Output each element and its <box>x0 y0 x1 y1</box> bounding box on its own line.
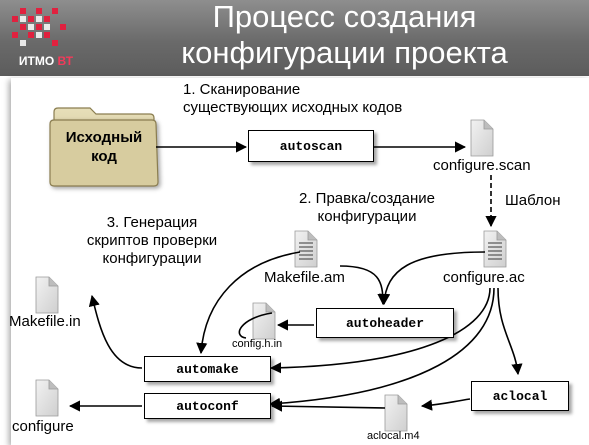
step3-caption-line1: 3. Генерация <box>106 214 198 231</box>
step2-caption-line1: 2. Правка/создание <box>298 190 435 207</box>
logo-text-itmo: ИТМО <box>18 54 55 68</box>
arrow-config-h-in-link <box>238 312 273 339</box>
config-h-in-label: config.h.in <box>232 338 283 350</box>
autoconf-box: autoconf <box>144 393 271 419</box>
source-folder-icon <box>49 107 159 187</box>
source-code-label-line2: код <box>91 148 117 165</box>
source-code-label: Исходный код <box>54 128 154 166</box>
configure-ac-label: configure.ac <box>443 269 525 286</box>
aclocal-box: aclocal <box>471 381 569 411</box>
arrow-configure-ac-to-autoheader <box>379 251 486 306</box>
aclocal-m4-label: aclocal.m4 <box>367 430 420 442</box>
arrow-aclocal-to-aclocal-m4 <box>420 398 471 411</box>
logo-text: ИТМО ВТ <box>4 54 88 68</box>
step2-caption: 2. Правка/создание конфигурации <box>287 190 447 226</box>
makefile-am-label: Makefile.am <box>264 269 345 286</box>
step1-caption: 1. Сканирование существующих исходных ко… <box>183 81 402 117</box>
configure-scan-label: configure.scan <box>433 157 531 174</box>
arrow-configure-ac-to-aclocal <box>497 287 523 376</box>
arrow-configure-ac-to-automake <box>269 287 491 374</box>
config-h-in-file-icon <box>252 302 276 340</box>
logo-squares-icon <box>12 8 66 46</box>
slide-title-line1: Процесс создания <box>212 0 477 34</box>
automake-box: automake <box>144 356 271 382</box>
source-code-label-line1: Исходный <box>65 129 143 146</box>
autoheader-box: autoheader <box>316 308 454 338</box>
slide-header: ИТМО ВТ Процесс создания конфигурации пр… <box>0 0 589 76</box>
slide-title-line2: конфигурации проекта <box>181 35 508 70</box>
configure-scan-file-icon <box>470 119 494 157</box>
step3-caption-line2: скриптов проверки <box>86 232 218 249</box>
logo-text-vt: ВТ <box>57 54 74 68</box>
configure-ac-file-icon <box>483 230 507 268</box>
makefile-am-file-icon <box>294 230 318 268</box>
slide-title: Процесс создания конфигурации проекта <box>100 0 589 71</box>
arrow-aclocal-m4-to-autoconf <box>270 400 386 412</box>
template-label: Шаблон <box>505 192 561 209</box>
configure-label: configure <box>12 418 74 435</box>
aclocal-m4-file-icon <box>384 394 408 432</box>
arrow-makefile-am-to-autoheader <box>339 265 389 306</box>
makefile-in-label: Makefile.in <box>9 313 81 330</box>
step2-caption-line2: конфигурации <box>317 208 417 225</box>
itmo-logo: ИТМО ВТ <box>4 2 84 72</box>
step3-caption-line3: конфигурации <box>102 250 202 267</box>
arrow-configure-ac-to-autoconf <box>268 287 495 409</box>
autoscan-box: autoscan <box>248 130 374 162</box>
makefile-in-file-icon <box>35 276 59 314</box>
arrow-makefile-am-to-automake <box>196 251 301 355</box>
configure-file-icon <box>35 379 59 417</box>
arrow-automake-to-makefile-in <box>88 294 143 369</box>
step1-caption-line1: 1. Сканирование <box>183 81 301 98</box>
step3-caption: 3. Генерация скриптов проверки конфигура… <box>62 214 242 268</box>
step1-caption-line2: существующих исходных кодов <box>183 99 403 116</box>
